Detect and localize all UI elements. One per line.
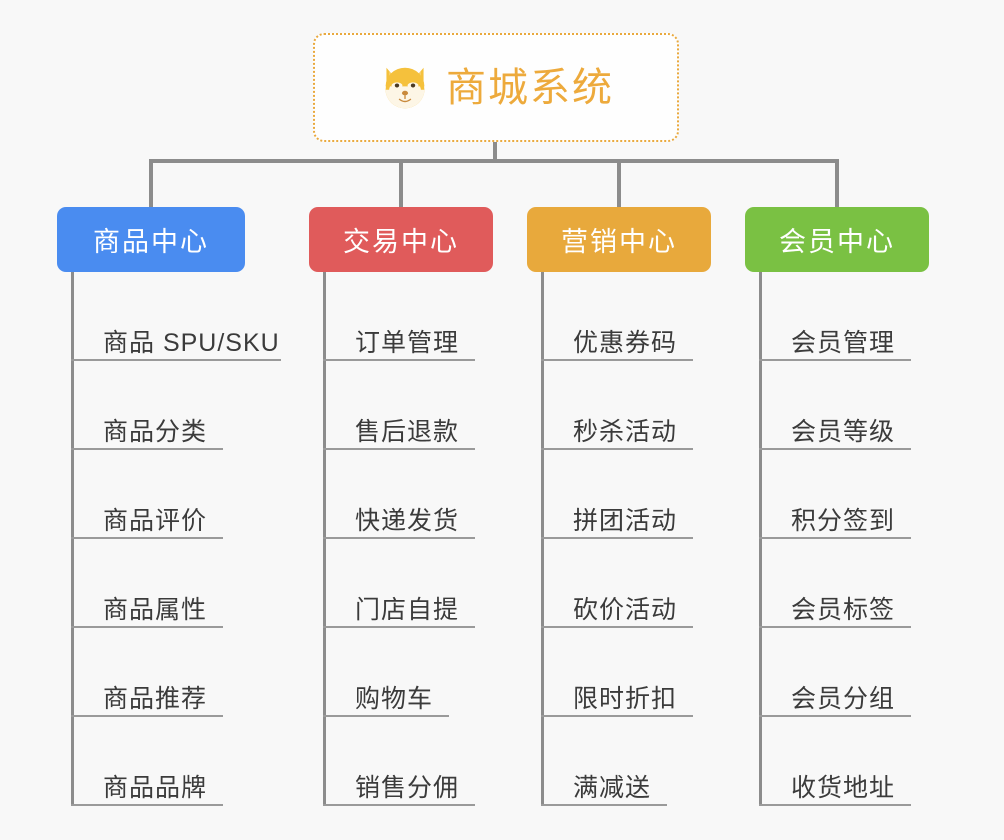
leaf-underline xyxy=(323,626,475,628)
leaf-label: 会员管理 xyxy=(791,328,896,357)
column-marketing-center: 营销中心优惠券码秒杀活动拼团活动砍价活动限时折扣满减送 xyxy=(527,207,711,806)
leaf-item[interactable]: 积分签到 xyxy=(745,450,929,539)
leaf-underline xyxy=(541,537,693,539)
leaf-label: 商品 SPU/SKU xyxy=(103,328,280,357)
leaf-label: 商品评价 xyxy=(103,506,208,535)
leaf-item[interactable]: 快递发货 xyxy=(309,450,493,539)
column-header-marketing-center[interactable]: 营销中心 xyxy=(527,207,711,272)
leaf-item[interactable]: 会员管理 xyxy=(745,272,929,361)
leaf-label: 会员标签 xyxy=(791,595,896,624)
leaf-item[interactable]: 门店自提 xyxy=(309,539,493,628)
leaf-underline xyxy=(71,715,223,717)
leaf-item[interactable]: 收货地址 xyxy=(745,717,929,806)
column-trade-center: 交易中心订单管理售后退款快递发货门店自提购物车销售分佣 xyxy=(309,207,493,806)
connector-stem xyxy=(493,142,497,162)
leaf-underline xyxy=(71,537,223,539)
leaf-label: 商品品牌 xyxy=(103,773,208,802)
leaf-label: 商品分类 xyxy=(103,417,208,446)
branch-product-center: 商品 SPU/SKU 商品分类商品评价商品属性商品推荐商品品牌 xyxy=(57,272,281,806)
leaf-underline xyxy=(759,537,911,539)
branch-spine xyxy=(323,272,326,806)
leaf-underline xyxy=(71,626,223,628)
leaf-label: 快递发货 xyxy=(355,506,460,535)
leaf-item[interactable]: 商品 SPU/SKU xyxy=(57,272,281,361)
leaf-underline xyxy=(323,804,475,806)
connector-bus xyxy=(149,159,839,163)
leaf-item[interactable]: 售后退款 xyxy=(309,361,493,450)
leaf-underline xyxy=(71,359,281,361)
leaf-underline xyxy=(759,359,911,361)
column-product-center: 商品中心商品 SPU/SKU 商品分类商品评价商品属性商品推荐商品品牌 xyxy=(57,207,281,806)
leaf-label: 购物车 xyxy=(355,684,434,713)
branch-spine xyxy=(759,272,762,806)
leaf-item[interactable]: 限时折扣 xyxy=(527,628,711,717)
leaf-underline xyxy=(71,804,223,806)
column-header-member-center[interactable]: 会员中心 xyxy=(745,207,929,272)
branch-member-center: 会员管理会员等级积分签到会员标签会员分组收货地址 xyxy=(745,272,929,806)
leaf-label: 商品推荐 xyxy=(103,684,208,713)
connector-drop-1 xyxy=(149,159,153,207)
leaf-label: 收货地址 xyxy=(791,773,896,802)
leaf-underline xyxy=(71,448,223,450)
leaf-item[interactable]: 商品推荐 xyxy=(57,628,280,717)
leaf-item[interactable]: 优惠券码 xyxy=(527,272,711,361)
connector-drop-4 xyxy=(835,159,839,207)
leaf-item[interactable]: 订单管理 xyxy=(309,272,493,361)
leaf-underline xyxy=(759,715,911,717)
leaf-underline xyxy=(759,804,911,806)
leaf-underline xyxy=(759,448,911,450)
leaf-item[interactable]: 会员分组 xyxy=(745,628,929,717)
connector-drop-3 xyxy=(617,159,621,207)
leaf-underline xyxy=(541,448,693,450)
leaf-item[interactable]: 会员标签 xyxy=(745,539,929,628)
leaf-underline xyxy=(323,537,475,539)
leaf-item[interactable]: 拼团活动 xyxy=(527,450,711,539)
leaf-label: 会员分组 xyxy=(791,684,896,713)
leaf-item[interactable]: 购物车 xyxy=(309,628,493,717)
branch-marketing-center: 优惠券码秒杀活动拼团活动砍价活动限时折扣满减送 xyxy=(527,272,711,806)
leaf-label: 秒杀活动 xyxy=(573,417,678,446)
leaf-item[interactable]: 商品分类 xyxy=(57,361,280,450)
leaf-label: 砍价活动 xyxy=(573,595,678,624)
leaf-item[interactable]: 销售分佣 xyxy=(309,717,493,806)
branch-trade-center: 订单管理售后退款快递发货门店自提购物车销售分佣 xyxy=(309,272,493,806)
leaf-label: 订单管理 xyxy=(355,328,460,357)
leaf-underline xyxy=(323,448,475,450)
branch-spine xyxy=(541,272,544,806)
connector-drop-2 xyxy=(399,159,403,207)
leaf-underline xyxy=(541,626,693,628)
leaf-underline xyxy=(541,359,693,361)
root-node[interactable]: 商城系统 xyxy=(313,33,679,142)
leaf-item[interactable]: 商品评价 xyxy=(57,450,280,539)
leaf-label: 积分签到 xyxy=(791,506,896,535)
shiba-dog-face-icon xyxy=(385,67,425,108)
leaf-label: 会员等级 xyxy=(791,417,896,446)
leaf-underline xyxy=(541,804,667,806)
leaf-item[interactable]: 秒杀活动 xyxy=(527,361,711,450)
leaf-item[interactable]: 会员等级 xyxy=(745,361,929,450)
column-header-trade-center[interactable]: 交易中心 xyxy=(309,207,493,272)
leaf-label: 门店自提 xyxy=(355,595,460,624)
leaf-item[interactable]: 满减送 xyxy=(527,717,711,806)
leaf-underline xyxy=(541,715,693,717)
leaf-label: 商品属性 xyxy=(103,595,208,624)
root-title: 商城系统 xyxy=(446,65,614,110)
column-header-product-center[interactable]: 商品中心 xyxy=(57,207,245,272)
leaf-underline xyxy=(323,359,475,361)
leaf-label: 限时折扣 xyxy=(573,684,678,713)
leaf-item[interactable]: 商品品牌 xyxy=(57,717,280,806)
leaf-label: 售后退款 xyxy=(355,417,460,446)
branch-spine xyxy=(71,272,74,806)
leaf-label: 销售分佣 xyxy=(355,773,460,802)
leaf-label: 拼团活动 xyxy=(573,506,678,535)
column-member-center: 会员中心会员管理会员等级积分签到会员标签会员分组收货地址 xyxy=(745,207,929,806)
leaf-item[interactable]: 商品属性 xyxy=(57,539,280,628)
leaf-label: 满减送 xyxy=(573,773,652,802)
leaf-underline xyxy=(323,715,449,717)
leaf-label: 优惠券码 xyxy=(573,328,678,357)
leaf-underline xyxy=(759,626,911,628)
leaf-item[interactable]: 砍价活动 xyxy=(527,539,711,628)
